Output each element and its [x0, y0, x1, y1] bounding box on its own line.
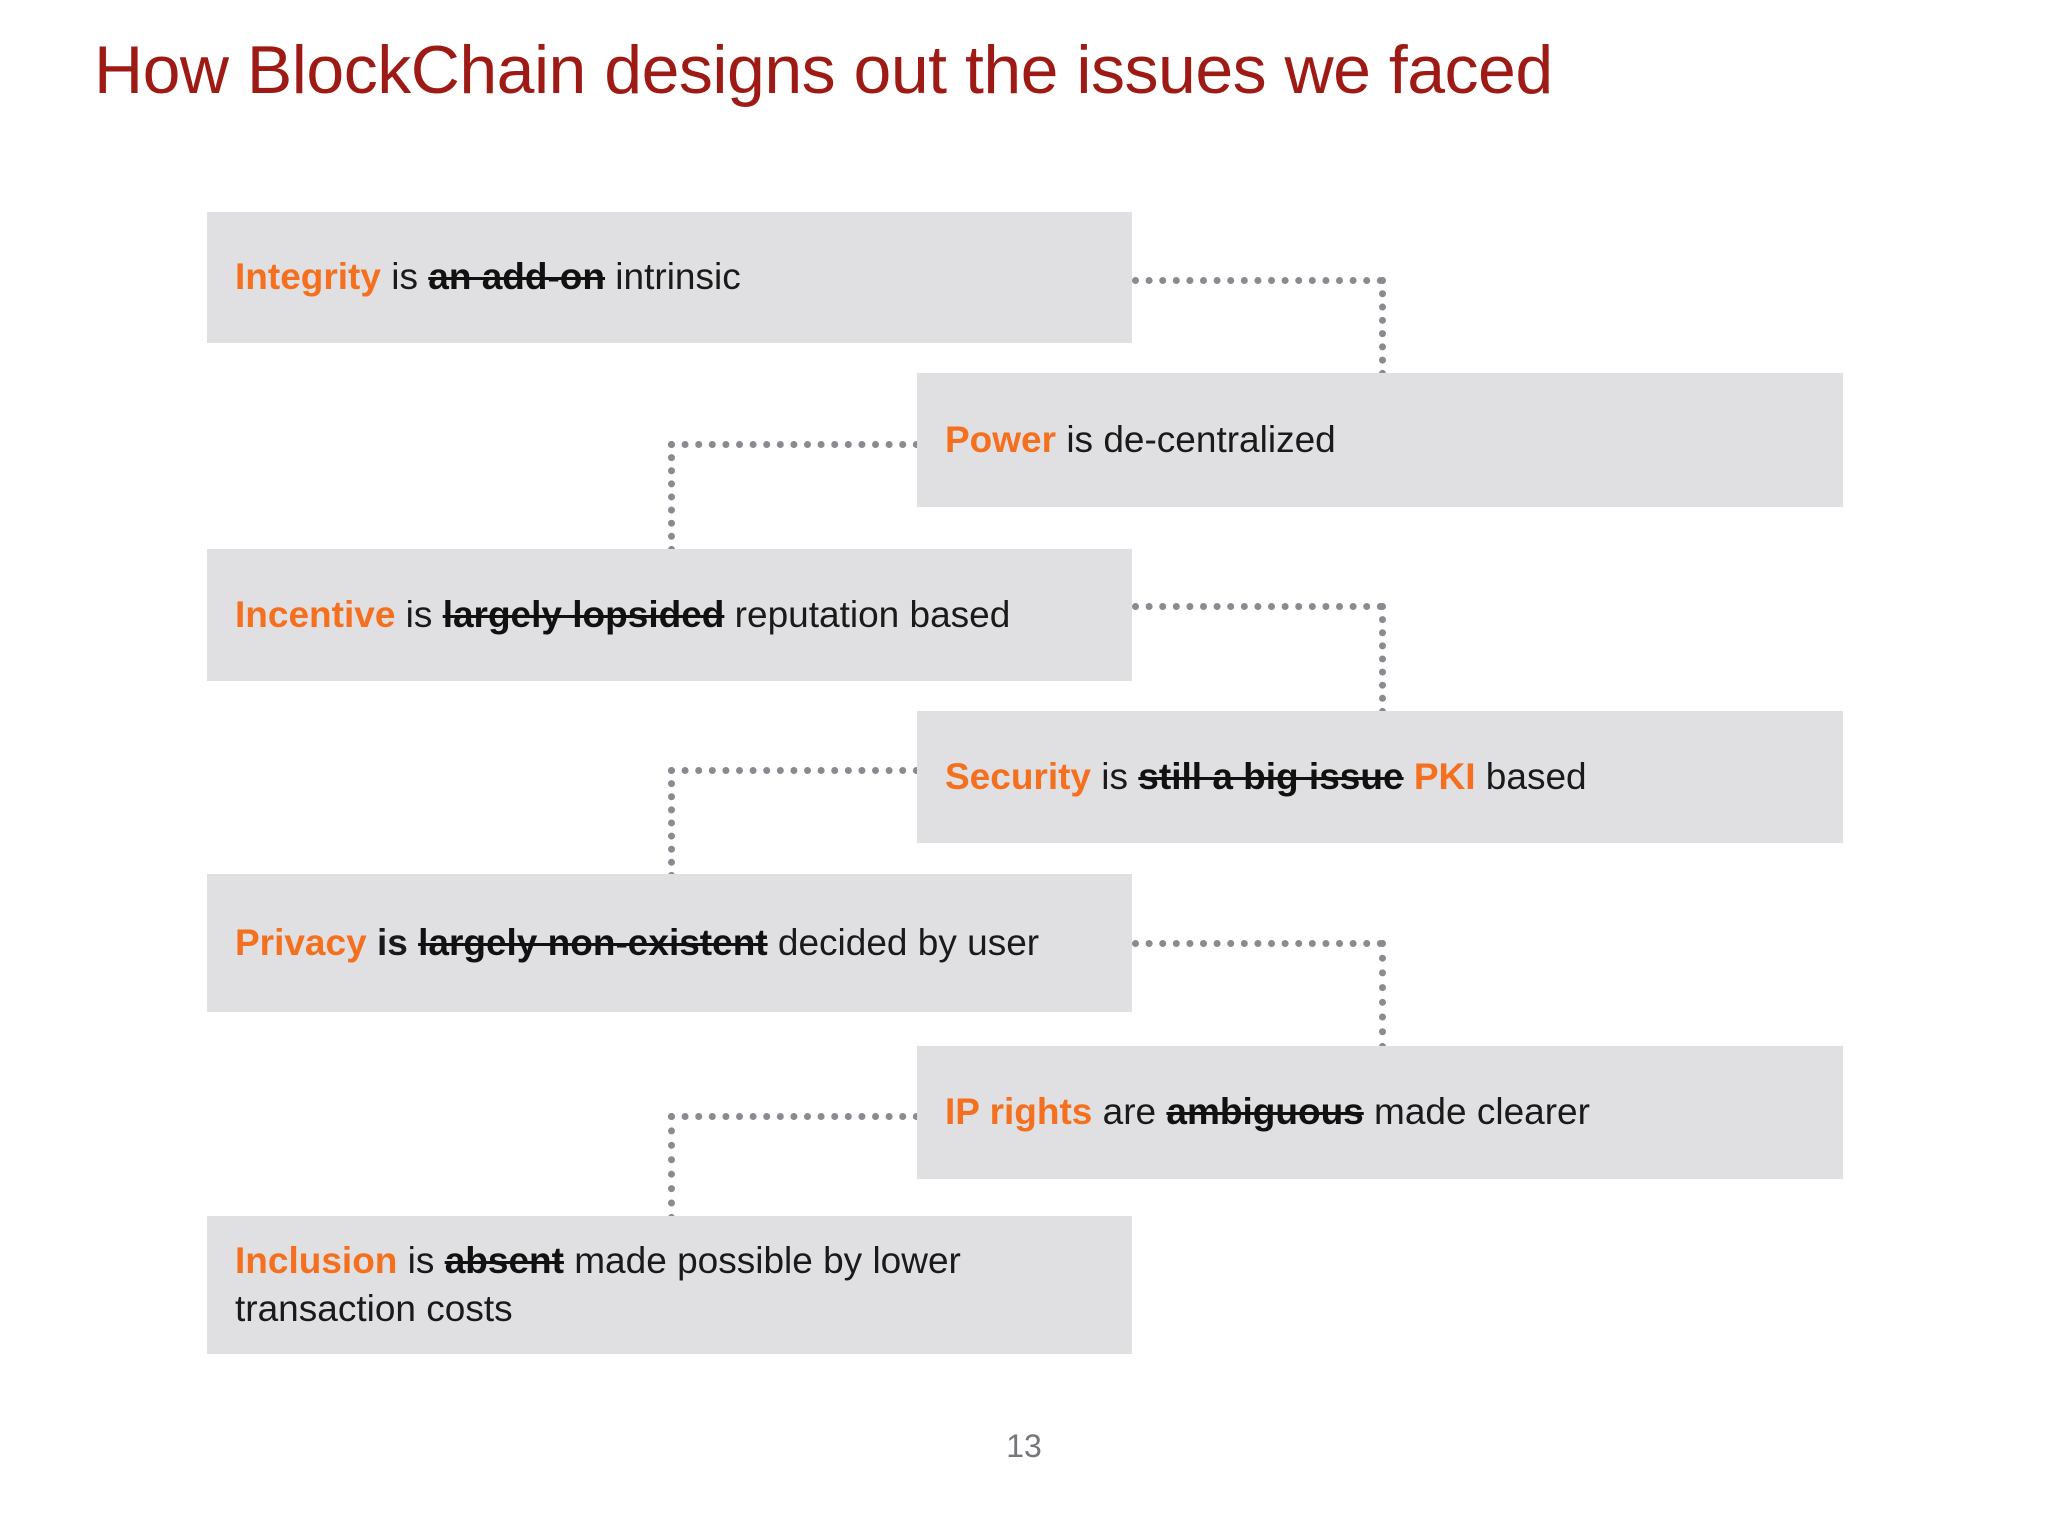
statement-text-iprights: IP rights are ambiguous made clearer [917, 1088, 1843, 1136]
keyword-security: Security [945, 755, 1092, 797]
replacement-text-power: de-centralized [1103, 418, 1336, 460]
connector-segment-vertical [1379, 940, 1386, 1050]
connector-segment-horizontal [668, 1113, 920, 1120]
struck-text-security: still a big issue [1138, 755, 1404, 797]
verb-incentive: is [395, 593, 443, 635]
verb-security: is [1091, 755, 1139, 797]
statement-text-integrity: Integrity is an add-on intrinsic [207, 253, 1132, 301]
struck-text-iprights: ambiguous [1166, 1091, 1364, 1133]
verb-privacy: is [366, 921, 419, 963]
connector-segment-horizontal [1132, 603, 1384, 610]
replacement-spacer-security [1404, 756, 1414, 797]
statement-box-power: Power is de-centralized [917, 373, 1843, 507]
replacement-tail-security: based [1475, 755, 1587, 797]
connector-segment-vertical [668, 767, 675, 879]
keyword-privacy: Privacy [235, 921, 367, 963]
statement-box-iprights: IP rights are ambiguous made clearer [917, 1046, 1843, 1179]
replacement-text-integrity: intrinsic [605, 256, 741, 298]
struck-text-incentive: largely lopsided [442, 593, 725, 635]
replacement-text-privacy: decided by user [767, 921, 1040, 963]
page-title: How BlockChain designs out the issues we… [94, 32, 1553, 108]
struck-text-inclusion: absent [444, 1239, 564, 1281]
connector-segment-vertical [668, 441, 675, 553]
connector-segment-vertical [1379, 277, 1386, 377]
statement-text-privacy: Privacy is largely non-existent decided … [207, 919, 1132, 967]
statement-box-security: Security is still a big issue PKI based [917, 711, 1843, 843]
connector-segment-horizontal [668, 767, 920, 774]
keyword-inclusion: Inclusion [235, 1239, 398, 1281]
connector-segment-vertical [668, 1113, 675, 1221]
statement-text-inclusion: Inclusion is absent made possible by low… [207, 1237, 1132, 1333]
keyword-iprights: IP rights [945, 1091, 1093, 1133]
connector-segment-horizontal [1132, 277, 1384, 284]
replacement-keyword-security: PKI [1413, 755, 1476, 797]
connector-segment-vertical [1379, 603, 1386, 715]
statement-box-privacy: Privacy is largely non-existent decided … [207, 874, 1132, 1012]
verb-integrity: is [380, 256, 429, 298]
verb-power: is [1056, 418, 1104, 460]
struck-text-privacy: largely non-existent [418, 921, 768, 963]
connector-segment-horizontal [1132, 940, 1384, 947]
replacement-text-inclusion: made possible by lower transaction costs [235, 1239, 961, 1329]
replacement-text-incentive: reputation based [724, 593, 1011, 635]
verb-inclusion: is [397, 1239, 445, 1281]
connector-segment-horizontal [668, 441, 920, 448]
statement-text-security: Security is still a big issue PKI based [917, 753, 1843, 801]
keyword-incentive: Incentive [235, 593, 396, 635]
keyword-power: Power [945, 418, 1057, 460]
statement-box-inclusion: Inclusion is absent made possible by low… [207, 1216, 1132, 1354]
keyword-integrity: Integrity [235, 256, 381, 298]
statement-box-integrity: Integrity is an add-on intrinsic [207, 212, 1132, 343]
replacement-text-iprights: made clearer [1363, 1091, 1590, 1133]
statement-text-power: Power is de-centralized [917, 416, 1843, 464]
statement-box-incentive: Incentive is largely lopsided reputation… [207, 549, 1132, 681]
verb-iprights: are [1092, 1091, 1167, 1133]
page-number: 13 [1006, 1428, 1042, 1464]
struck-text-integrity: an add-on [428, 256, 606, 298]
statement-text-incentive: Incentive is largely lopsided reputation… [207, 591, 1132, 639]
